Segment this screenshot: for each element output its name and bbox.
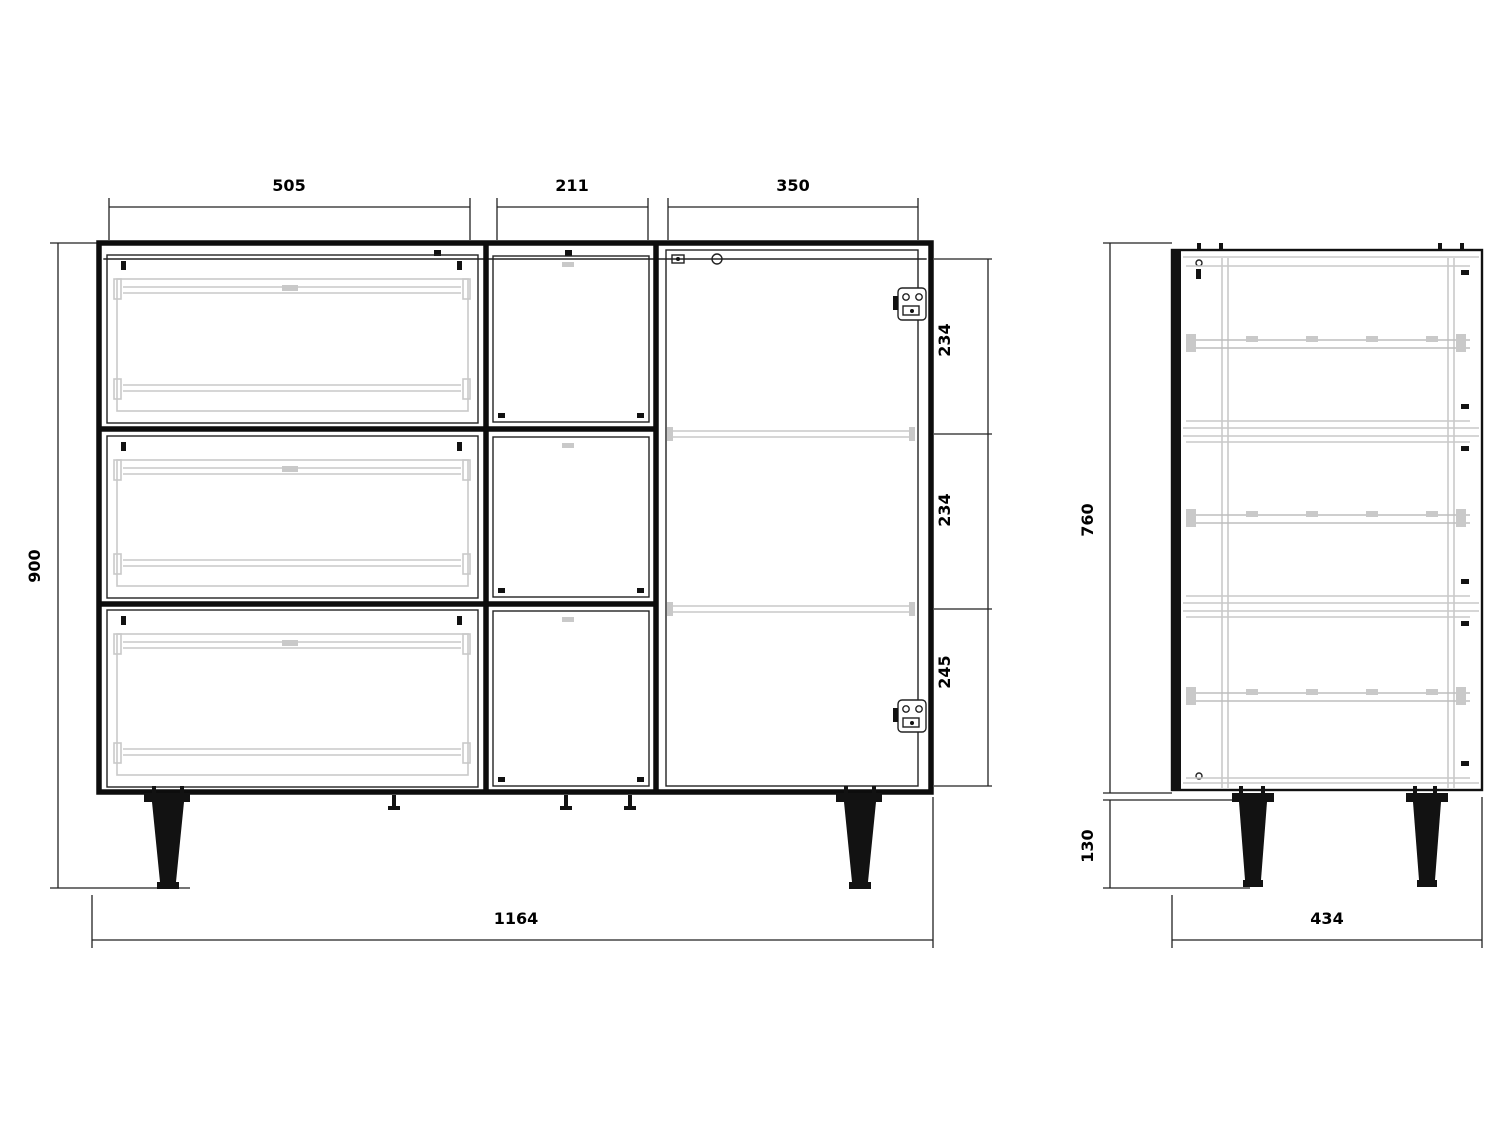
side-slide-middle — [1186, 441, 1470, 597]
door-panel — [665, 249, 927, 787]
dim-label-height: 900 — [25, 549, 44, 582]
drawer-2 — [106, 435, 479, 599]
side-height-dimension: 760 — [1078, 242, 1172, 794]
dim-label-depth: 434 — [1310, 909, 1343, 928]
dim-label-leg-height: 130 — [1078, 829, 1097, 862]
dim-label-right-top: 234 — [935, 323, 954, 356]
dim-label-top-left: 505 — [272, 176, 305, 195]
drawer-1 — [106, 254, 479, 424]
middle-compartment-1 — [492, 255, 650, 423]
front-carcass — [96, 240, 934, 795]
side-leg-front — [1232, 786, 1274, 887]
front-leg-left — [144, 793, 190, 889]
side-view: 760 130 434 — [1078, 242, 1484, 948]
front-bottom-fittings — [152, 786, 876, 810]
dim-label-right-middle: 234 — [935, 493, 954, 526]
side-leg-dimension: 130 — [1078, 799, 1250, 889]
drawer-3 — [106, 609, 479, 788]
middle-compartment-3 — [492, 610, 650, 787]
middle-compartment-2 — [492, 436, 650, 598]
dim-label-top-middle: 211 — [555, 176, 588, 195]
side-depth-dimension: 434 — [1171, 797, 1483, 948]
dim-label-side-height: 760 — [1078, 503, 1097, 536]
front-width-dimension: 1164 — [91, 797, 934, 948]
front-view: 505 211 350 900 1164 234 234 245 — [25, 176, 992, 948]
dim-label-right-bottom: 245 — [935, 655, 954, 688]
dim-label-width: 1164 — [494, 909, 539, 928]
dim-label-top-right: 350 — [776, 176, 809, 195]
side-slide-top — [1186, 265, 1470, 422]
side-leg-back — [1406, 786, 1448, 887]
side-carcass-outline — [1170, 248, 1484, 792]
front-height-dimension: 900 — [25, 242, 190, 889]
front-top-dimensions: 505 211 350 — [108, 176, 919, 240]
front-leg-right — [836, 793, 882, 889]
side-slide-bottom — [1186, 616, 1470, 779]
front-carcass-outline — [96, 240, 934, 795]
front-right-dimensions: 234 234 245 — [934, 258, 992, 787]
hinge-bottom — [893, 699, 927, 733]
hinge-top — [893, 287, 927, 321]
